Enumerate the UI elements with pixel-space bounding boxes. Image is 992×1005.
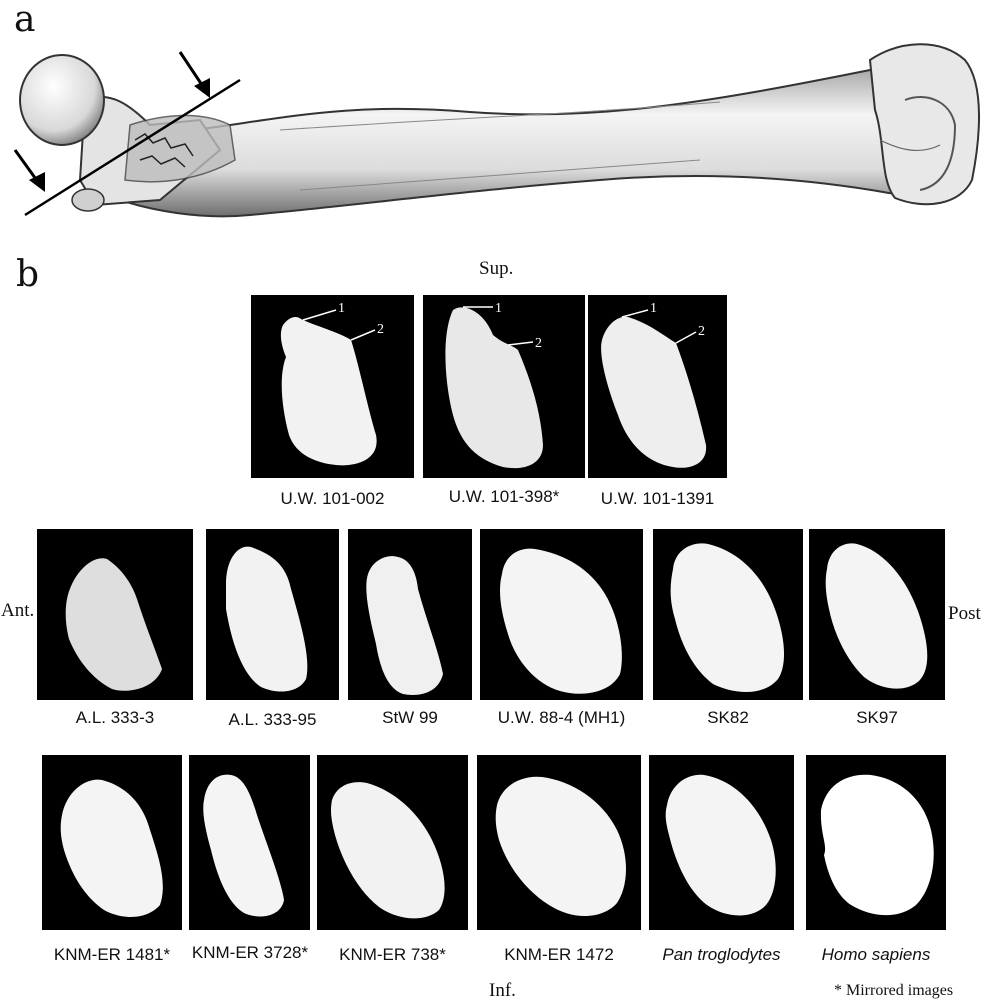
cross-section-sk82 bbox=[653, 529, 803, 700]
caption-uw-101-398: U.W. 101-398* bbox=[423, 487, 585, 507]
landmark-2: 2 bbox=[377, 322, 384, 337]
inferior-label: Inf. bbox=[489, 980, 516, 1002]
caption-stw-99: StW 99 bbox=[348, 708, 472, 728]
caption-homo-sapiens: Homo sapiens bbox=[806, 945, 946, 965]
landmark-2: 2 bbox=[535, 336, 542, 351]
cross-section-knm-er-1481 bbox=[42, 755, 182, 930]
superior-label: Sup. bbox=[479, 258, 513, 280]
cross-section-uw-101-002: 1 2 bbox=[251, 295, 414, 478]
cross-section-knm-er-738 bbox=[317, 755, 468, 930]
anterior-label: Ant. bbox=[1, 600, 34, 622]
footnote-mirrored: * Mirrored images bbox=[834, 982, 953, 1000]
landmark-1: 1 bbox=[495, 301, 502, 316]
caption-sk82: SK82 bbox=[653, 708, 803, 728]
caption-knm-er-1481: KNM-ER 1481* bbox=[36, 945, 188, 965]
caption-knm-er-738: KNM-ER 738* bbox=[317, 945, 468, 965]
cross-section-sk97 bbox=[809, 529, 945, 700]
caption-al-333-95: A.L. 333-95 bbox=[206, 710, 339, 730]
femur-illustration bbox=[0, 30, 992, 245]
caption-uw-101-1391: U.W. 101-1391 bbox=[588, 489, 727, 509]
caption-knm-er-3728: KNM-ER 3728* bbox=[184, 943, 316, 963]
cross-section-al-333-3 bbox=[37, 529, 193, 700]
caption-knm-er-1472: KNM-ER 1472 bbox=[477, 945, 641, 965]
landmark-1: 1 bbox=[338, 301, 345, 316]
caption-uw-101-002: U.W. 101-002 bbox=[251, 489, 414, 509]
caption-uw-88-4: U.W. 88-4 (MH1) bbox=[480, 708, 643, 728]
cross-section-uw-101-1391: 1 2 bbox=[588, 295, 727, 478]
landmark-2: 2 bbox=[698, 324, 705, 339]
cross-section-knm-er-3728 bbox=[189, 755, 310, 930]
cross-section-knm-er-1472 bbox=[477, 755, 641, 930]
panel-b-label: b bbox=[16, 257, 39, 293]
caption-pan-troglodytes: Pan troglodytes bbox=[649, 945, 794, 965]
cross-section-al-333-95 bbox=[206, 529, 339, 700]
caption-al-333-3: A.L. 333-3 bbox=[37, 708, 193, 728]
posterior-label: Post bbox=[948, 603, 981, 625]
cross-section-uw-101-398: 1 2 bbox=[423, 295, 585, 478]
cross-section-homo-sapiens bbox=[806, 755, 946, 930]
cross-section-uw-88-4 bbox=[480, 529, 643, 700]
cross-section-stw-99 bbox=[348, 529, 472, 700]
caption-sk97: SK97 bbox=[809, 708, 945, 728]
cross-section-pan-troglodytes bbox=[649, 755, 794, 930]
landmark-1: 1 bbox=[650, 301, 657, 316]
